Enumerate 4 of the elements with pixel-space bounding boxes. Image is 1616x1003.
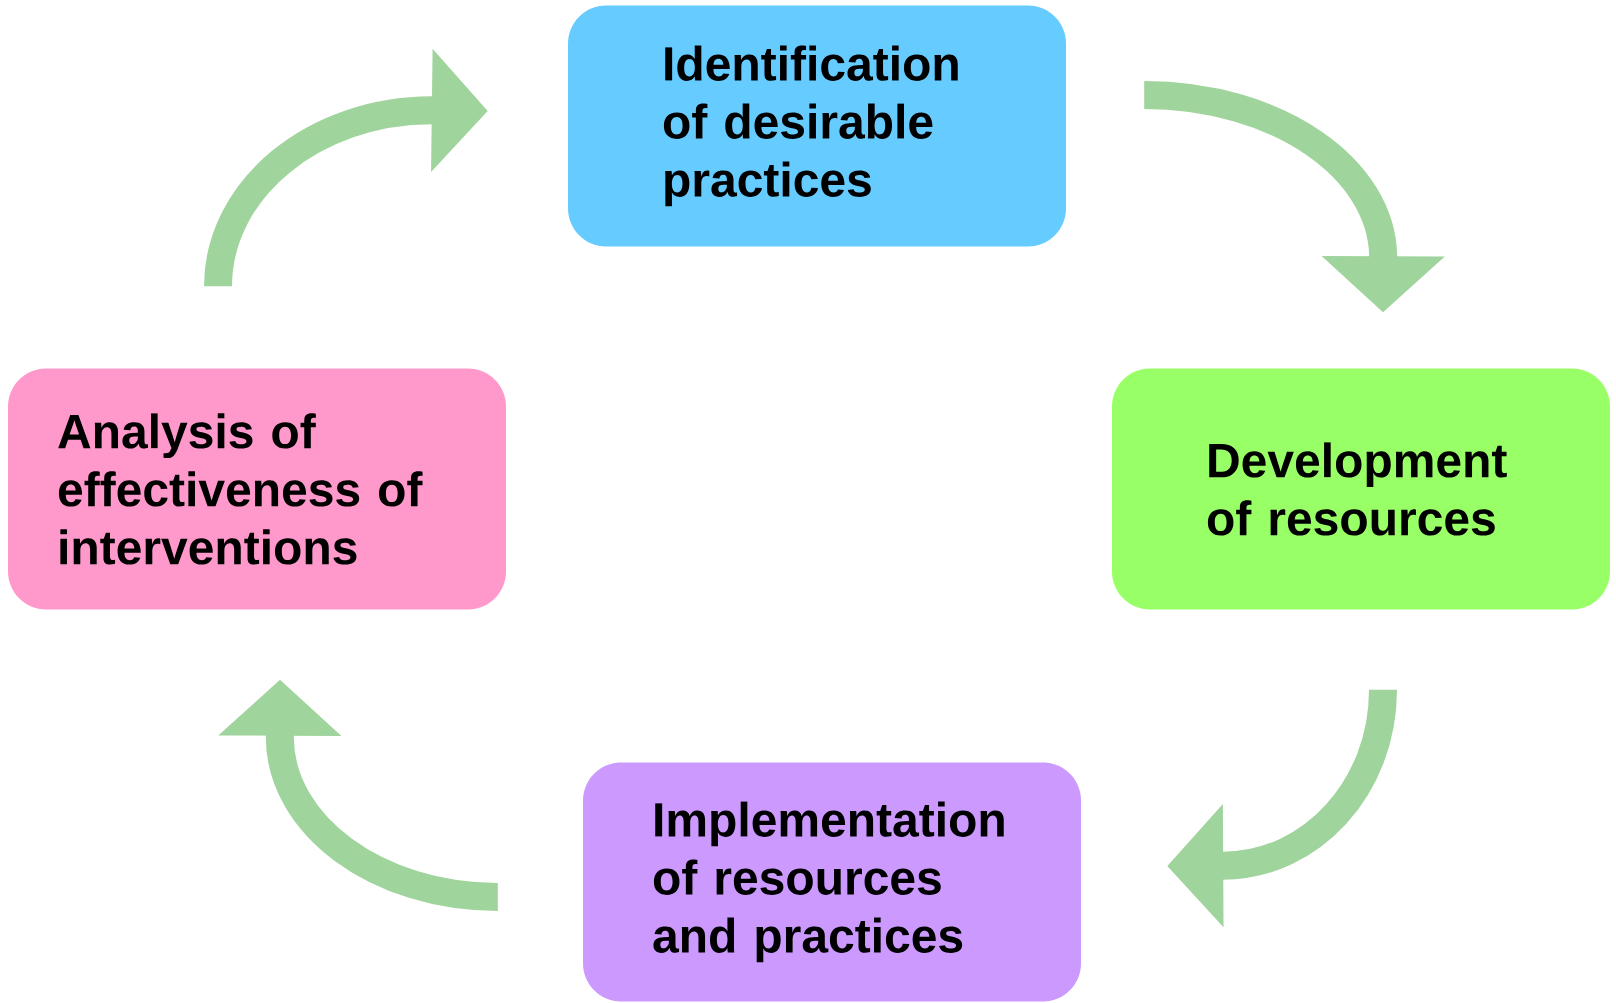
- process-box: Identification of desirable practices: [568, 5, 1066, 247]
- process-box: Implementation of resources and practices: [583, 762, 1081, 1002]
- process-box: Analysis of effectiveness of interventions: [8, 368, 506, 610]
- process-box: Development of resources: [1112, 368, 1610, 610]
